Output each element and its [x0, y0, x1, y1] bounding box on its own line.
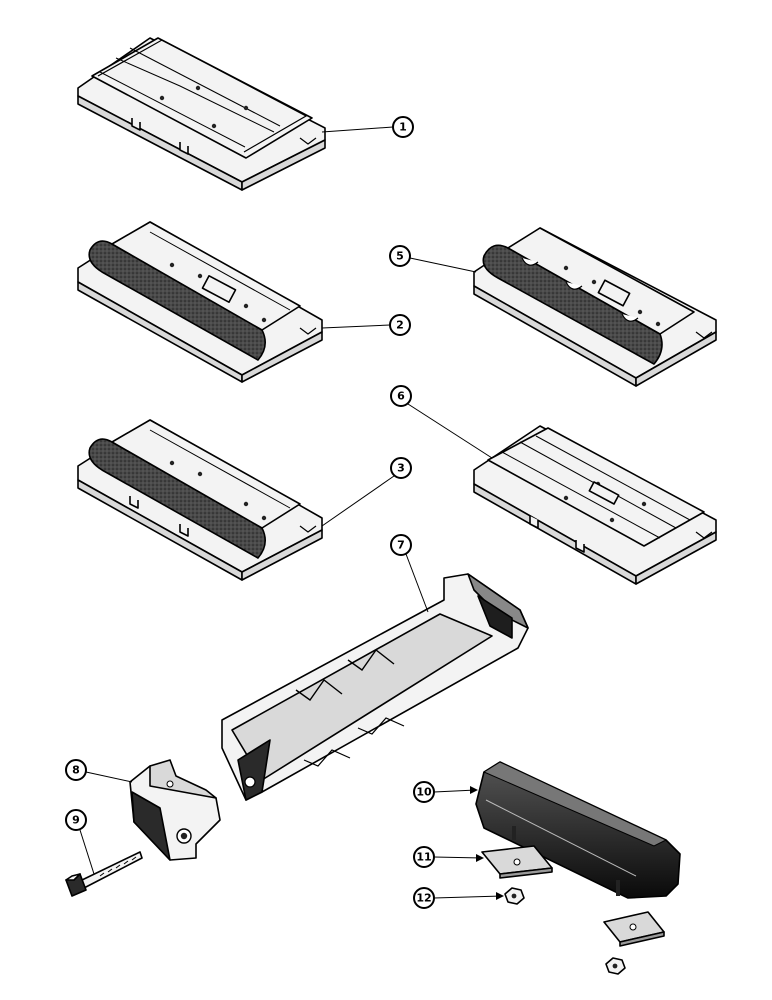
- callout-1: 1: [321, 116, 414, 138]
- bolt-icon: [65, 851, 143, 897]
- flat-shoe-with-rubber-icon: [77, 221, 323, 383]
- nut-icon: [504, 887, 626, 975]
- callout-label: 10: [416, 786, 432, 799]
- callout-2: 2: [321, 314, 411, 336]
- callout-label: 1: [399, 121, 407, 134]
- grouser-shoe-triple-bar-icon: [77, 37, 326, 191]
- callout-8: 8: [65, 759, 133, 783]
- notched-shoe-with-rubber-icon: [473, 227, 717, 387]
- end-block-icon: [129, 759, 221, 861]
- callout-label: 2: [396, 319, 404, 332]
- shoe-rubber-channel-icon: [221, 573, 529, 801]
- callout-10: 10: [413, 781, 478, 803]
- callout-11: 11: [413, 846, 484, 868]
- callout-5: 5: [389, 245, 477, 273]
- callout-label: 9: [72, 814, 80, 827]
- plate-icon: [481, 845, 665, 947]
- callout-label: 7: [397, 539, 405, 552]
- callout-label: 12: [416, 892, 431, 905]
- double-grouser-shoe-icon: [473, 425, 717, 585]
- callout-12: 12: [413, 887, 504, 909]
- rubber-pad-icon: [475, 761, 681, 899]
- callout-6: 6: [390, 385, 493, 459]
- callout-label: 5: [396, 250, 404, 263]
- callout-3: 3: [321, 457, 412, 527]
- callout-label: 11: [416, 851, 431, 864]
- callout-label: 8: [72, 764, 80, 777]
- callout-9: 9: [65, 809, 95, 875]
- callout-label: 3: [397, 462, 405, 475]
- grouser-shoe-with-rubber-icon: [77, 419, 323, 581]
- callout-7: 7: [390, 534, 429, 613]
- callout-label: 6: [397, 390, 405, 403]
